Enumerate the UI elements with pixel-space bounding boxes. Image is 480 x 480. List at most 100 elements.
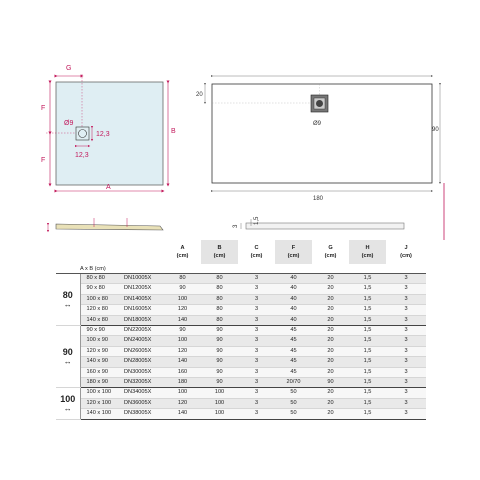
plan-view: G F F B A 12,3 12,3 Ø9: [41, 65, 176, 193]
cell-H: 1,5: [349, 325, 386, 337]
cell-J: 3: [386, 387, 426, 399]
cell-H: 1,5: [349, 315, 386, 327]
col-header-J: J(cm): [386, 240, 426, 264]
cell-A: 180: [164, 377, 201, 389]
cell-C: 3: [238, 273, 275, 285]
cell-product-code: DN10005X: [122, 273, 164, 285]
col-header-C: C(cm): [238, 240, 275, 264]
cell-A: 140: [164, 356, 201, 368]
side-profile: [46, 218, 164, 233]
cell-size: 160 x 90: [80, 367, 122, 379]
cell-C: 3: [238, 325, 275, 337]
label-top-20: 20: [196, 92, 203, 98]
cell-J: 3: [386, 325, 426, 337]
cell-B: 80: [201, 294, 238, 306]
cell-size: 140 x 100: [80, 408, 122, 420]
col-header-F: F(cm): [275, 240, 312, 264]
cell-J: 3: [386, 294, 426, 306]
cell-F: 40: [275, 273, 312, 285]
cell-size: 90 x 80: [80, 283, 122, 295]
cell-G: 90: [312, 377, 349, 389]
cell-size: 120 x 90: [80, 346, 122, 358]
label-sect-3: 3: [233, 224, 239, 228]
cell-B: 90: [201, 335, 238, 347]
cell-B: 100: [201, 398, 238, 410]
cell-B: 100: [201, 387, 238, 399]
cell-H: 1,5: [349, 294, 386, 306]
technical-drawing: G F F B A 12,3 12,3 Ø9: [41, 65, 445, 240]
cell-C: 3: [238, 294, 275, 306]
cell-C: 3: [238, 387, 275, 399]
cell-J: 3: [386, 273, 426, 285]
cell-J: 3: [386, 408, 426, 420]
cell-F: 40: [275, 283, 312, 295]
drain-square: [75, 126, 90, 141]
cell-H: 1,5: [349, 377, 386, 389]
cell-A: 140: [164, 408, 201, 420]
label-drain-offset-v: 12,3: [75, 152, 89, 159]
cell-J: 3: [386, 346, 426, 358]
cell-product-code: DN22005X: [122, 325, 164, 337]
cell-C: 3: [238, 346, 275, 358]
cell-B: 90: [201, 377, 238, 389]
cell-C: 3: [238, 283, 275, 295]
cell-F: 20/70: [275, 377, 312, 389]
label-G: G: [66, 65, 71, 72]
label-B: B: [171, 128, 176, 135]
cell-A: 120: [164, 304, 201, 316]
cell-H: 1,5: [349, 398, 386, 410]
cell-G: 20: [312, 408, 349, 420]
cell-F: 45: [275, 367, 312, 379]
section-view: 3 1,5: [233, 216, 405, 230]
cell-F: 45: [275, 356, 312, 368]
cell-J: 3: [386, 377, 426, 389]
cell-H: 1,5: [349, 387, 386, 399]
cell-B: 100: [201, 408, 238, 420]
cell-A: 90: [164, 325, 201, 337]
cell-G: 20: [312, 346, 349, 358]
group-width: 100: [60, 393, 76, 404]
cell-F: 45: [275, 335, 312, 347]
cell-G: 20: [312, 283, 349, 295]
cell-B: 80: [201, 304, 238, 316]
tray-plan: [55, 81, 164, 186]
cell-B: 80: [201, 283, 238, 295]
cell-J: 3: [386, 356, 426, 368]
cell-F: 50: [275, 387, 312, 399]
cell-J: 3: [386, 398, 426, 410]
tray-section: [245, 222, 405, 230]
cell-size: 100 x 80: [80, 294, 122, 306]
cell-product-code: DN38005X: [122, 408, 164, 420]
cell-G: 20: [312, 315, 349, 327]
cell-size: 80 x 80: [80, 273, 122, 285]
cell-H: 1,5: [349, 408, 386, 420]
cell-product-code: DN34005X: [122, 387, 164, 399]
cell-G: 20: [312, 398, 349, 410]
cell-F: 50: [275, 398, 312, 410]
group-label: 90↔: [56, 325, 81, 389]
cell-F: 40: [275, 315, 312, 327]
cell-F: 45: [275, 346, 312, 358]
cell-C: 3: [238, 335, 275, 347]
cell-product-code: DN26005X: [122, 346, 164, 358]
cell-size: 100 x 90: [80, 335, 122, 347]
cell-H: 1,5: [349, 335, 386, 347]
cell-product-code: DN12005X: [122, 283, 164, 295]
cell-size: 90 x 90: [80, 325, 122, 337]
cell-A: 80: [164, 273, 201, 285]
cell-B: 80: [201, 315, 238, 327]
cell-A: 100: [164, 387, 201, 399]
cell-C: 3: [238, 408, 275, 420]
tray-side: [55, 223, 164, 231]
cell-H: 1,5: [349, 304, 386, 316]
cell-size: 180 x 90: [80, 377, 122, 389]
drain-circle: [78, 129, 87, 138]
